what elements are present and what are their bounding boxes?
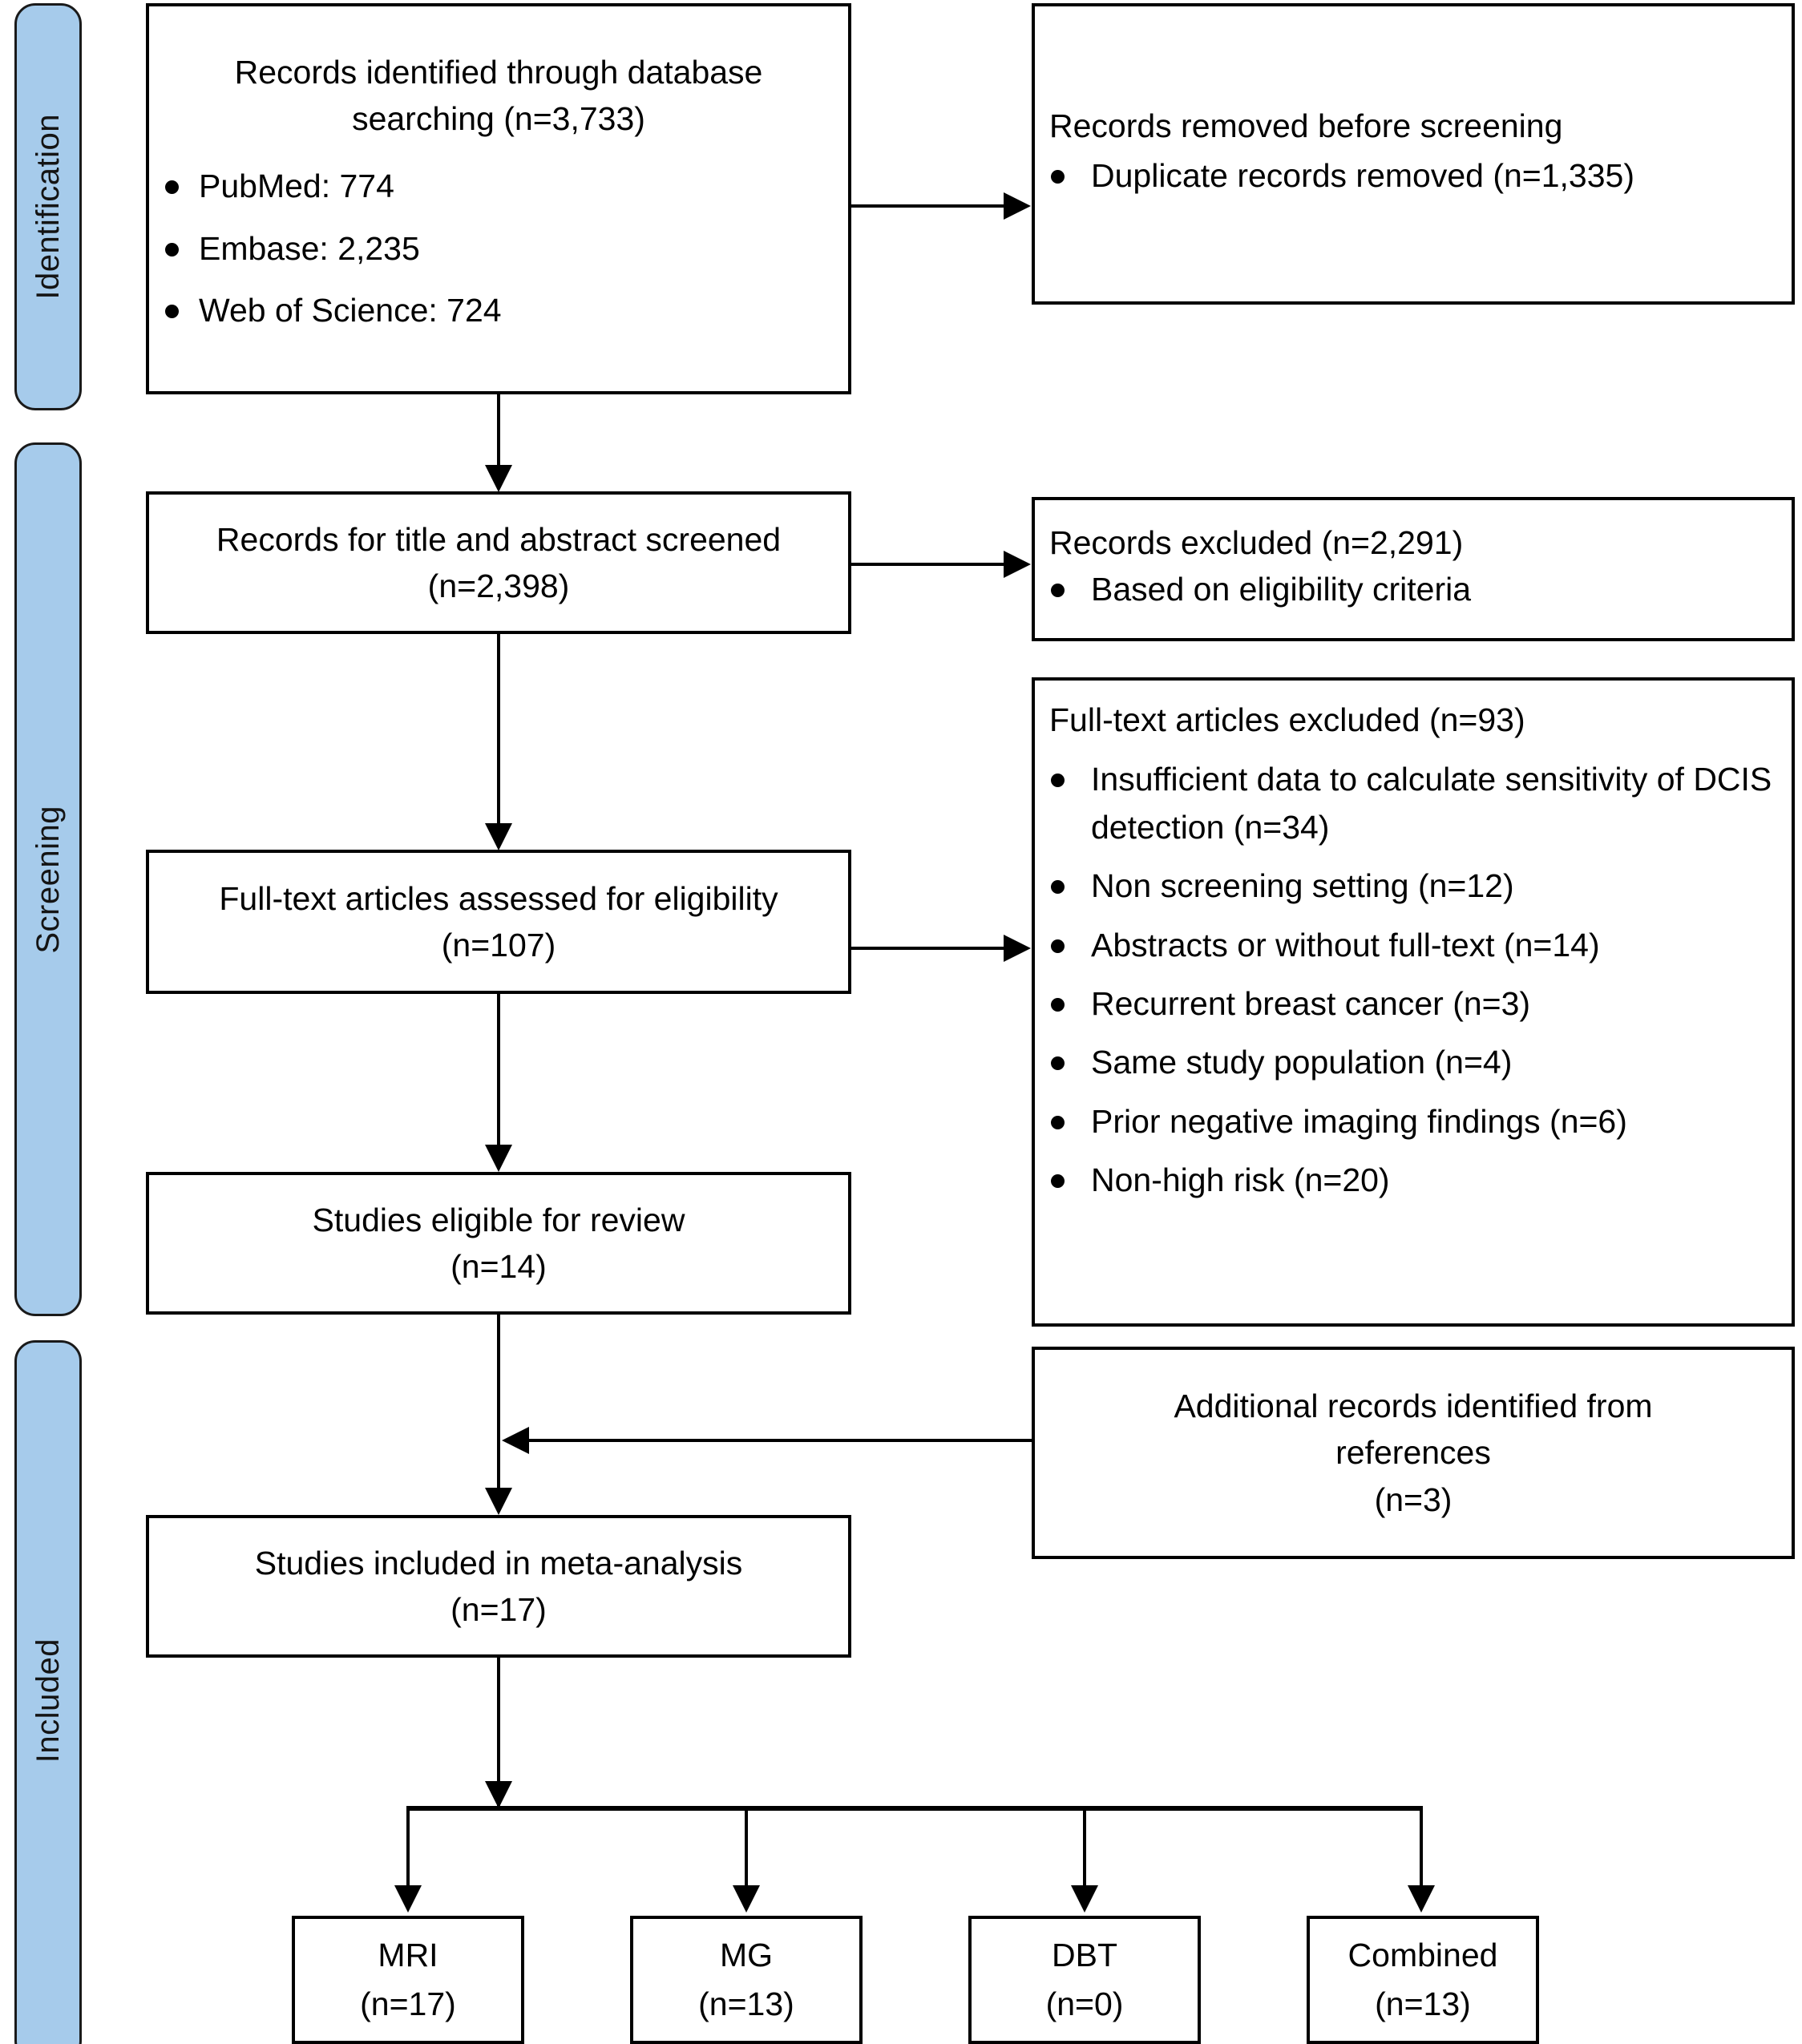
phase-label-screening: Screening xyxy=(30,805,66,954)
connector-identified-to-removed xyxy=(851,204,1004,208)
arrowhead-split-to-mg xyxy=(733,1885,760,1913)
box-modality-combined: Combined (n=13) xyxy=(1307,1916,1539,2044)
arrowhead-additional-to-main xyxy=(502,1427,529,1454)
studies-eligible-line2: (n=14) xyxy=(450,1248,547,1285)
list-item: Same study population (n=4) xyxy=(1035,1039,1792,1086)
arrowhead-split-to-mri xyxy=(394,1885,422,1913)
arrowhead-identified-to-screened xyxy=(485,465,512,492)
arrowhead-eligible-to-included xyxy=(485,1488,512,1515)
phase-band-included: Included xyxy=(14,1340,82,2044)
box-modality-dbt: DBT (n=0) xyxy=(968,1916,1201,2044)
connector-assessed-to-eligible xyxy=(497,994,500,1146)
box-studies-eligible: Studies eligible for review (n=14) xyxy=(146,1172,851,1315)
connector-split-bar xyxy=(408,1806,1423,1811)
connector-identified-to-screened xyxy=(497,394,500,467)
arrowhead-split-to-dbt xyxy=(1071,1885,1098,1913)
arrowhead-included-to-split xyxy=(485,1781,512,1808)
phase-band-screening: Screening xyxy=(14,442,82,1316)
additional-records-line2: references xyxy=(1335,1434,1491,1472)
connector-screened-to-excluded xyxy=(851,563,1004,566)
records-identified-source-list: PubMed: 774 Embase: 2,235 Web of Science… xyxy=(149,163,848,349)
records-removed-title: Records removed before screening xyxy=(1049,107,1563,145)
list-item: Based on eligibility criteria xyxy=(1035,566,1792,613)
connector-additional-to-main xyxy=(529,1439,1034,1442)
additional-records-line1: Additional records identified from xyxy=(1174,1388,1653,1425)
arrowhead-screened-to-excluded xyxy=(1004,551,1031,578)
connector-split-to-mg xyxy=(745,1806,748,1890)
records-identified-title: Records identified through database sear… xyxy=(234,53,763,137)
modality-name-dbt: DBT xyxy=(1052,1936,1117,1973)
list-item: Web of Science: 724 xyxy=(149,287,848,334)
modality-count-combined: (n=13) xyxy=(1375,1985,1471,2022)
additional-records-line3: (n=3) xyxy=(1374,1480,1453,1518)
box-records-identified: Records identified through database sear… xyxy=(146,3,851,394)
list-item: Abstracts or without full-text (n=14) xyxy=(1035,922,1792,969)
arrowhead-assessed-to-fulltext-excluded xyxy=(1004,935,1031,962)
list-item: Prior negative imaging findings (n=6) xyxy=(1035,1098,1792,1145)
arrowhead-identified-to-removed xyxy=(1004,192,1031,220)
box-additional-records: Additional records identified from refer… xyxy=(1032,1347,1795,1559)
box-modality-mg: MG (n=13) xyxy=(630,1916,863,2044)
connector-screened-to-assessed xyxy=(497,634,500,826)
modality-count-mg: (n=13) xyxy=(698,1985,794,2022)
box-title-abstract-screened: Records for title and abstract screened … xyxy=(146,491,851,634)
modality-count-dbt: (n=0) xyxy=(1045,1985,1124,2022)
arrowhead-assessed-to-eligible xyxy=(485,1145,512,1172)
list-item: Embase: 2,235 xyxy=(149,225,848,273)
phase-label-identification: Identification xyxy=(30,114,66,300)
arrowhead-screened-to-assessed xyxy=(485,823,512,850)
fulltext-assessed-line2: (n=107) xyxy=(441,927,556,963)
list-item: Insufficient data to calculate sensitivi… xyxy=(1035,756,1792,851)
box-records-removed-before-screening: Records removed before screening Duplica… xyxy=(1032,3,1795,305)
records-excluded-list: Based on eligibility criteria xyxy=(1035,566,1792,618)
list-item: Duplicate records removed (n=1,335) xyxy=(1035,152,1792,200)
connector-eligible-to-included xyxy=(497,1315,500,1489)
fulltext-excluded-title: Full-text articles excluded (n=93) xyxy=(1049,701,1525,738)
box-records-excluded: Records excluded (n=2,291) Based on elig… xyxy=(1032,497,1795,641)
modality-name-mri: MRI xyxy=(378,1936,438,1973)
modality-count-mri: (n=17) xyxy=(360,1985,456,2022)
list-item: PubMed: 774 xyxy=(149,163,848,210)
studies-included-line2: (n=17) xyxy=(450,1591,547,1628)
modality-name-mg: MG xyxy=(719,1936,774,1973)
phase-band-identification: Identification xyxy=(14,3,82,410)
phase-label-included: Included xyxy=(30,1638,66,1763)
studies-eligible-line1: Studies eligible for review xyxy=(312,1201,685,1238)
fulltext-excluded-list: Insufficient data to calculate sensitivi… xyxy=(1035,756,1792,1210)
modality-name-combined: Combined xyxy=(1347,1936,1498,1973)
list-item: Non screening setting (n=12) xyxy=(1035,862,1792,910)
box-fulltext-assessed: Full-text articles assessed for eligibil… xyxy=(146,850,851,994)
fulltext-assessed-line1: Full-text articles assessed for eligibil… xyxy=(219,879,778,917)
records-removed-list: Duplicate records removed (n=1,335) xyxy=(1035,152,1792,204)
box-modality-mri: MRI (n=17) xyxy=(292,1916,524,2044)
records-excluded-title: Records excluded (n=2,291) xyxy=(1049,524,1464,562)
box-studies-included: Studies included in meta-analysis (n=17) xyxy=(146,1515,851,1658)
box-fulltext-excluded: Full-text articles excluded (n=93) Insuf… xyxy=(1032,677,1795,1327)
studies-included-line1: Studies included in meta-analysis xyxy=(254,1544,743,1581)
connector-included-to-split xyxy=(497,1658,500,1806)
connector-split-to-dbt xyxy=(1083,1806,1086,1890)
title-abstract-line1: Records for title and abstract screened xyxy=(216,520,782,558)
list-item: Non-high risk (n=20) xyxy=(1035,1157,1792,1204)
arrowhead-split-to-combined xyxy=(1408,1885,1435,1913)
connector-split-to-combined xyxy=(1420,1806,1423,1890)
connector-assessed-to-fulltext-excluded xyxy=(851,947,1004,950)
title-abstract-line2: (n=2,398) xyxy=(427,568,570,604)
list-item: Recurrent breast cancer (n=3) xyxy=(1035,980,1792,1028)
connector-split-to-mri xyxy=(406,1806,410,1890)
